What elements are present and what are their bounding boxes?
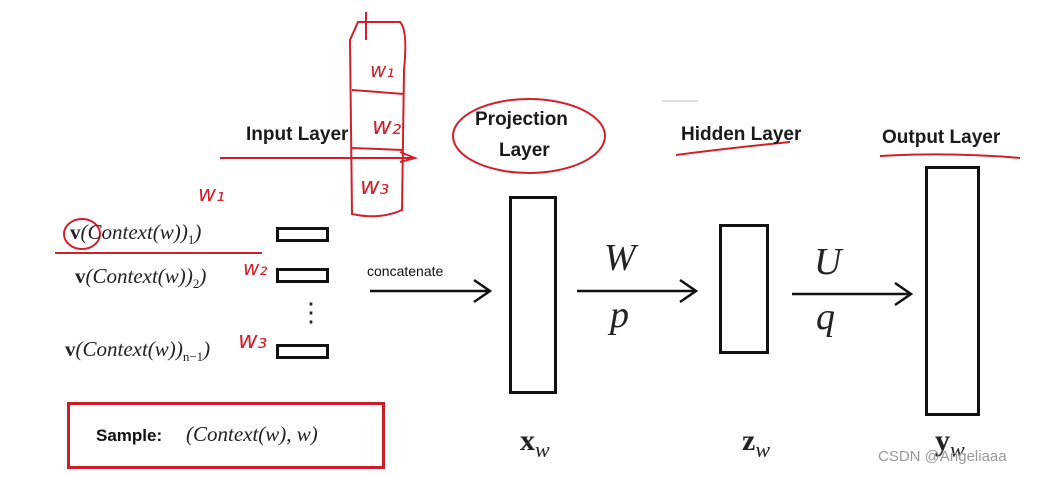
weight-W: W (604, 237, 636, 279)
v-symbol: v (65, 337, 76, 361)
input-box-n (276, 344, 329, 359)
x-w-label: xw (520, 424, 550, 462)
close-paren: ) (175, 337, 183, 361)
concatenate-label: concatenate (367, 263, 444, 279)
weight-U: U (814, 241, 842, 283)
vertical-ellipsis: ⋮ (298, 298, 324, 327)
handwritten-w2-left: w₂ (243, 256, 268, 280)
y-w-label: yw (935, 424, 965, 462)
v-symbol: v (75, 264, 86, 288)
context-expr: (Context(w) (80, 220, 181, 244)
projection-layer-label-line2: Layer (499, 140, 550, 161)
subscript-n-1: n−1 (182, 349, 204, 365)
handwritten-w1-left: w₁ (198, 182, 225, 207)
input-box-2 (276, 268, 329, 283)
close-paren: ) (185, 264, 193, 288)
close-paren: ) (180, 220, 188, 244)
bias-q: q (816, 296, 835, 338)
subscript-1: 1 (187, 232, 195, 248)
projection-layer-label-line1: Projection (475, 109, 568, 130)
handwritten-w3-top: w₃ (360, 172, 390, 200)
handwritten-w2-top: w₂ (372, 112, 402, 140)
sample-label: Sample: (96, 426, 163, 445)
input-box-1 (276, 227, 329, 242)
bias-p: p (610, 294, 629, 336)
subscript-2: 2 (192, 276, 200, 292)
input-layer-label: Input Layer (246, 124, 349, 145)
input-vector-2: v(Context(w))2) (75, 264, 207, 292)
input-vector-n: v(Context(w))n−1) (65, 337, 211, 365)
input-vector-1: v(Context(w))1) (70, 220, 202, 248)
handwritten-w3-left: w₃ (238, 326, 268, 354)
z-w-label: zw (742, 424, 771, 462)
v-symbol: v (70, 220, 81, 244)
handwritten-w1-top: w₁ (370, 58, 395, 82)
projection-layer-box (509, 196, 557, 394)
sample-value: (Context(w), w) (186, 422, 318, 446)
hidden-layer-box (719, 224, 769, 354)
watermark: CSDN @Angeliaaa (878, 448, 1007, 465)
hidden-layer-label: Hidden Layer (681, 124, 802, 145)
context-expr: (Context(w) (75, 337, 176, 361)
context-expr: (Context(w) (85, 264, 186, 288)
output-layer-label: Output Layer (882, 127, 1001, 148)
output-layer-box (925, 166, 980, 416)
sample-box (67, 402, 385, 469)
